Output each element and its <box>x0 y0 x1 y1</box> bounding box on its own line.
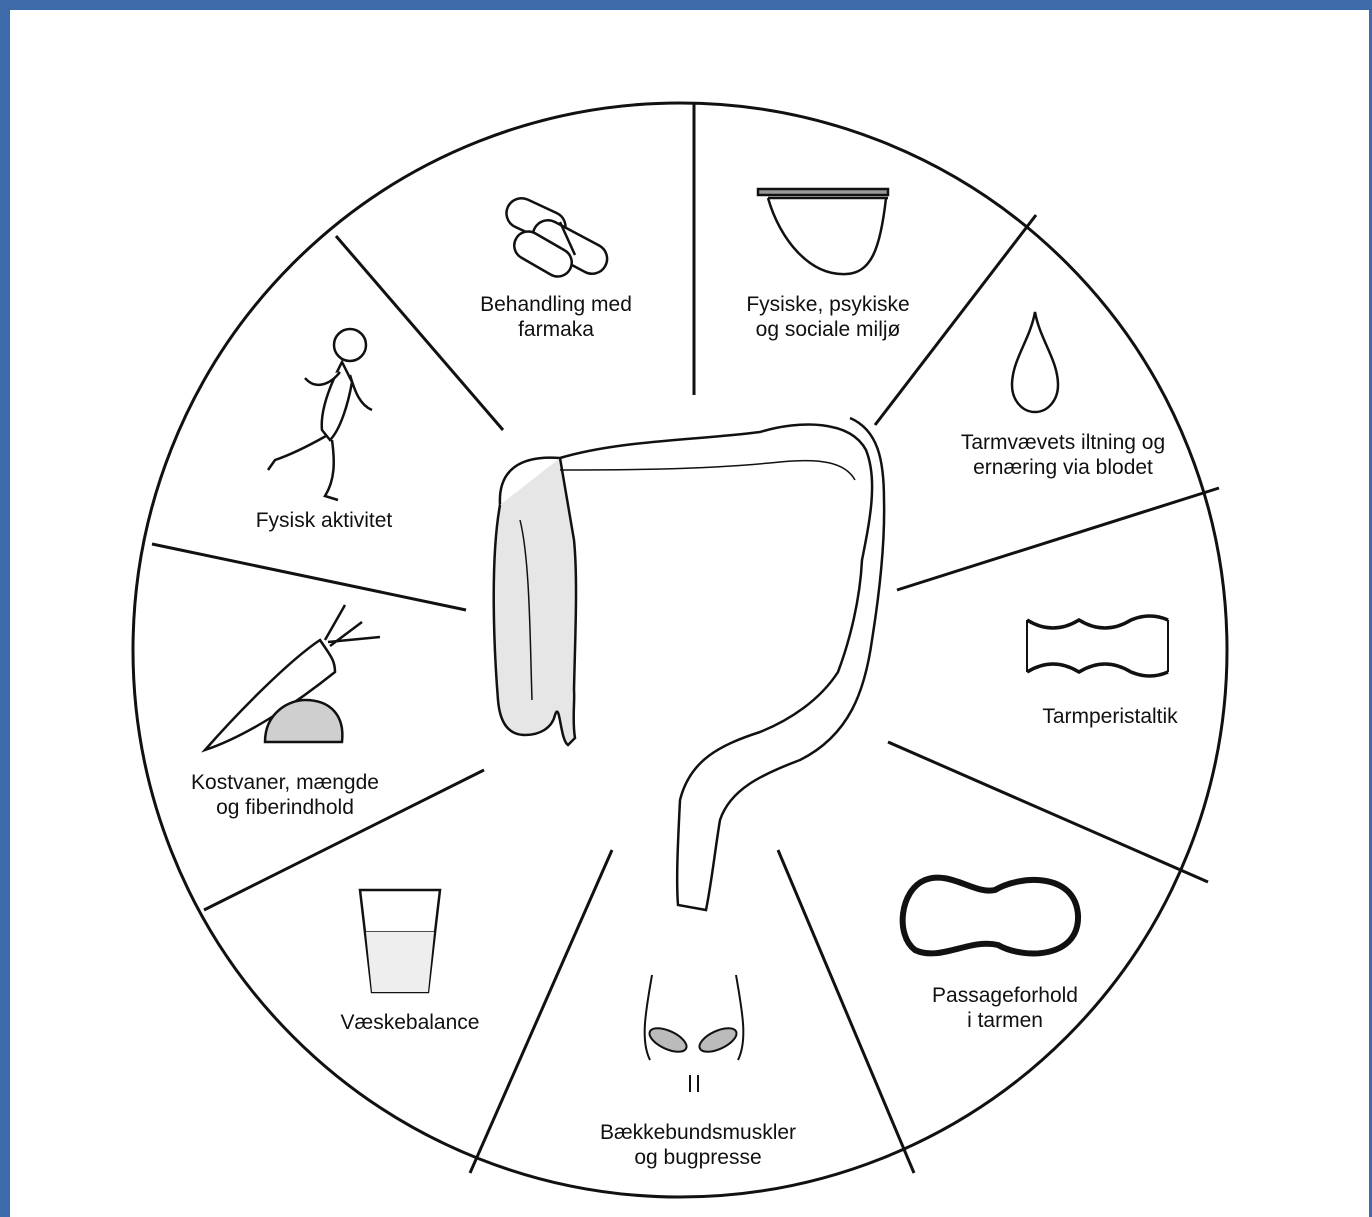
label-passage: Passageforhold i tarmen <box>932 983 1078 1033</box>
label-iltning: Tarmvævets iltning og ernæring via blode… <box>961 430 1165 480</box>
label-farmaka: Behandling med farmaka <box>480 292 632 342</box>
label-peristaltik: Tarmperistaltik <box>1042 704 1177 729</box>
intestine-passage-icon <box>903 878 1078 954</box>
label-aktivitet: Fysisk aktivitet <box>256 508 393 533</box>
pelvic-floor-icon <box>645 975 744 1092</box>
carrot-bread-icon <box>205 605 380 750</box>
running-person-icon <box>268 329 372 500</box>
label-vaeske: Væskebalance <box>341 1010 480 1035</box>
pills-icon <box>502 193 613 281</box>
peristalsis-icon <box>1027 616 1168 676</box>
label-baekkenbund: Bækkebundsmuskler og bugpresse <box>600 1120 796 1170</box>
colon-icon <box>494 418 884 910</box>
label-kost: Kostvaner, mængde og fiberindhold <box>191 770 379 820</box>
water-glass-icon <box>360 890 440 992</box>
blood-drop-icon <box>1012 312 1058 412</box>
label-miljoe: Fysiske, psykiske og sociale miljø <box>746 292 909 342</box>
bedpan-icon <box>758 189 888 274</box>
